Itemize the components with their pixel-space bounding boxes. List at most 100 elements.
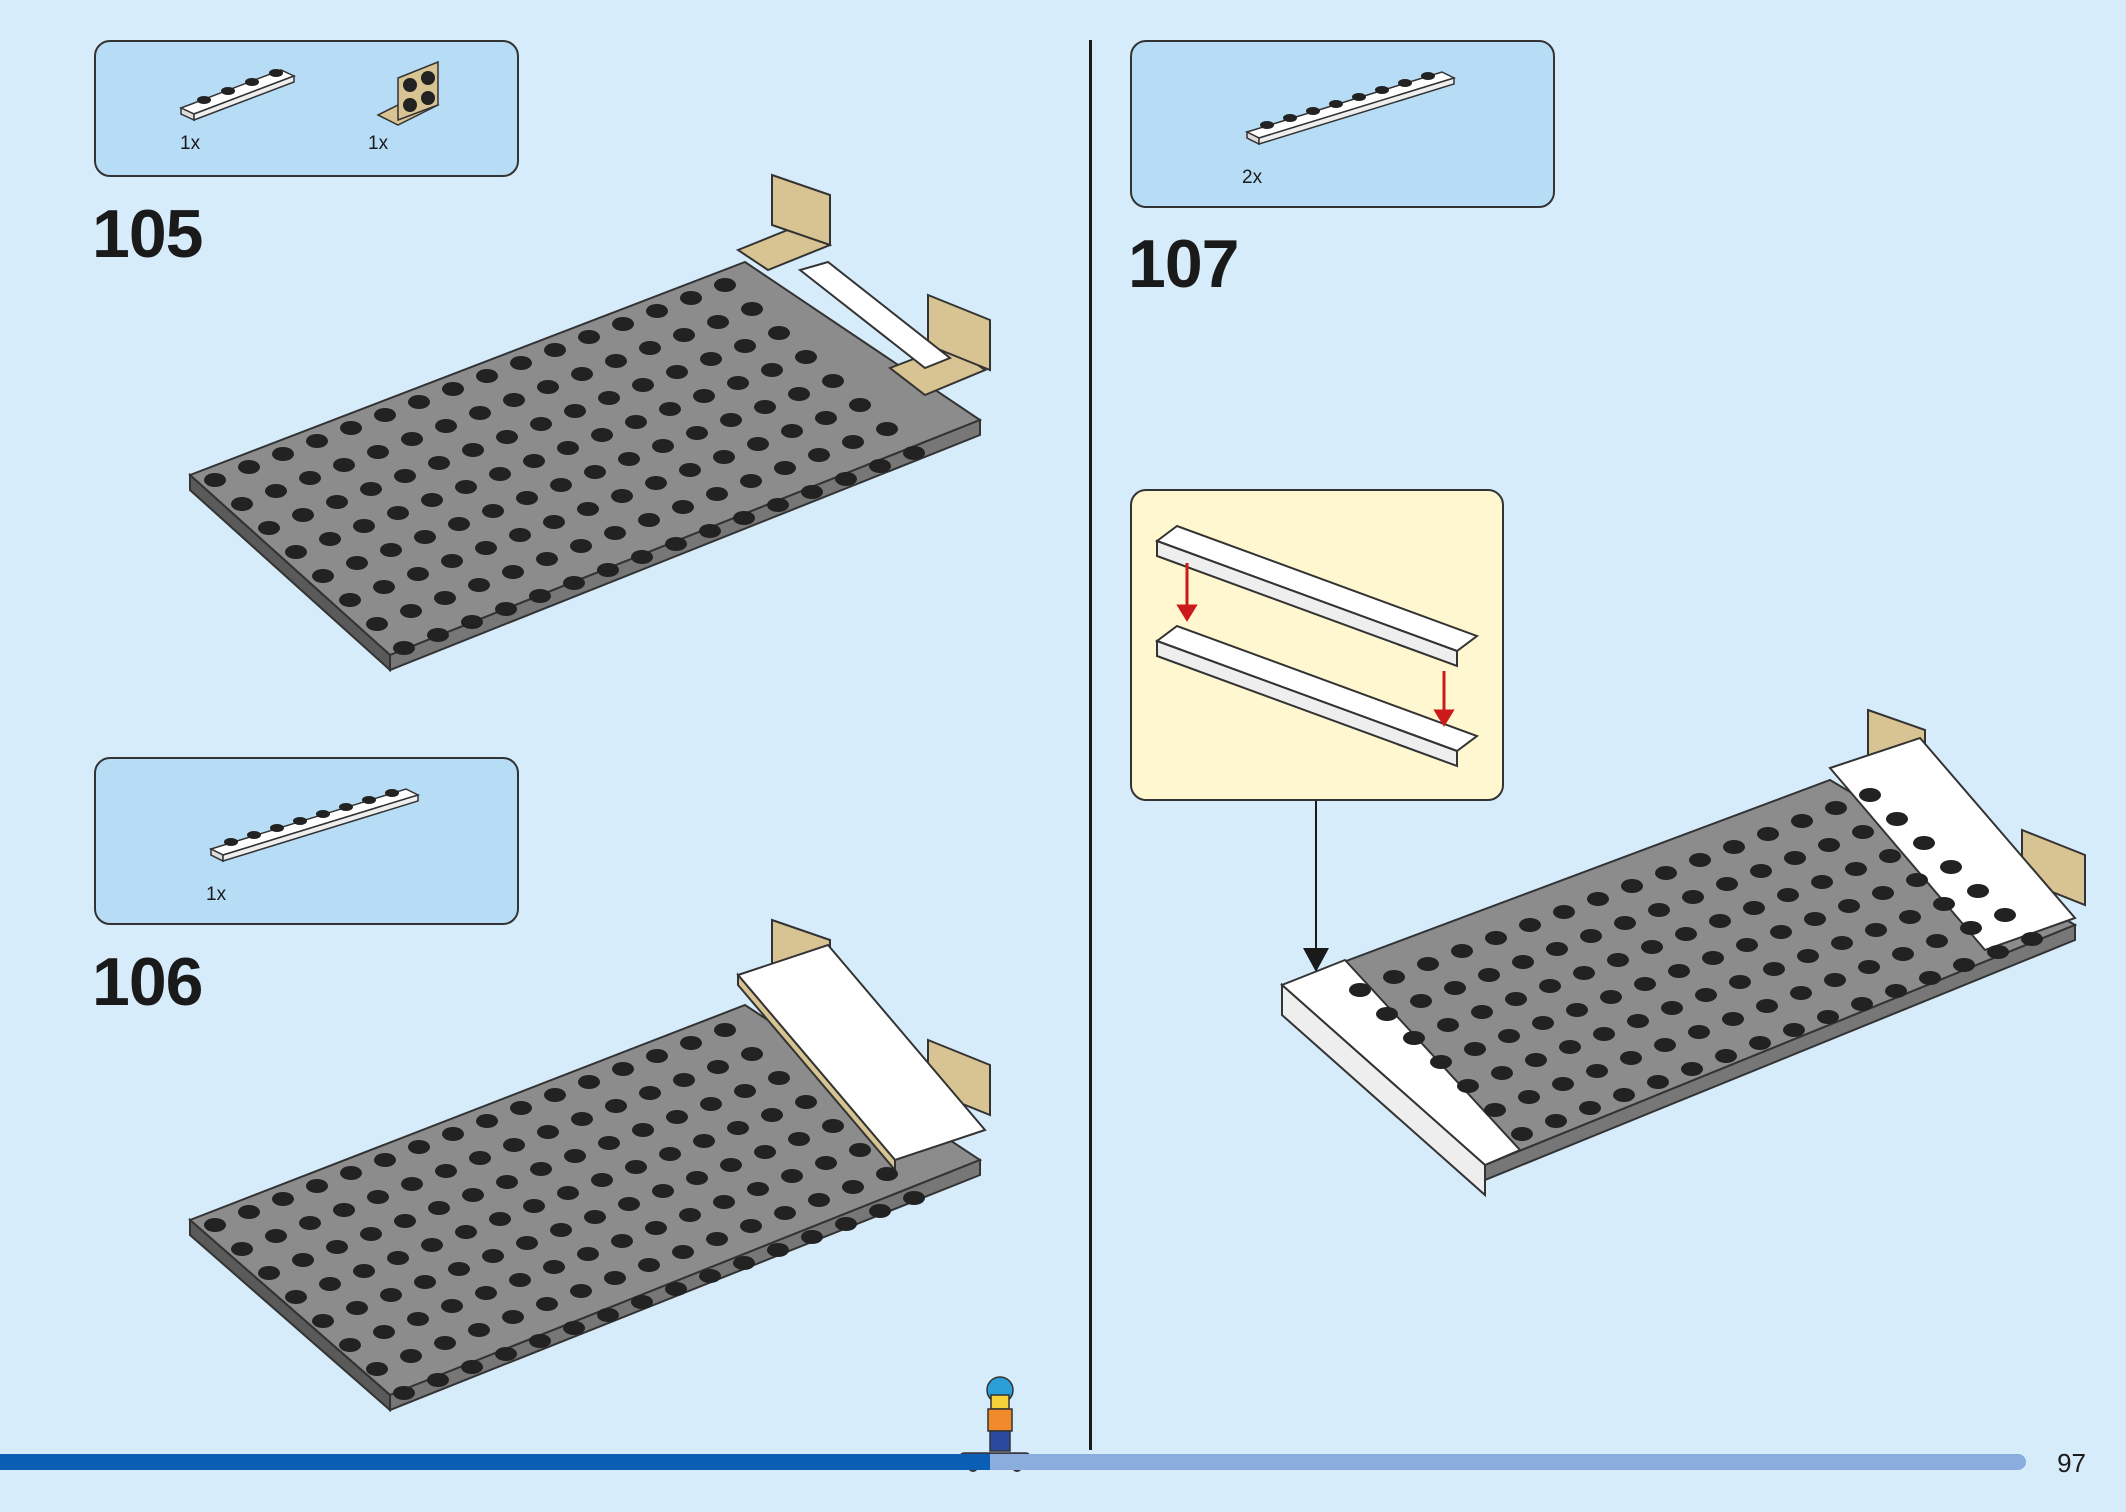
stud xyxy=(1824,973,1846,987)
stud xyxy=(1852,825,1874,839)
stud xyxy=(1451,944,1473,958)
stud xyxy=(740,474,762,488)
stud xyxy=(1376,1007,1398,1021)
stud xyxy=(1668,964,1690,978)
stud xyxy=(523,1199,545,1213)
stud xyxy=(638,513,660,527)
stud xyxy=(340,1166,362,1180)
stud xyxy=(550,1223,572,1237)
stud xyxy=(1641,940,1663,954)
stud xyxy=(754,1145,776,1159)
stud xyxy=(530,417,552,431)
stud xyxy=(1681,1062,1703,1076)
stud xyxy=(700,352,722,366)
stud xyxy=(612,317,634,331)
stud xyxy=(529,589,551,603)
stud xyxy=(1994,908,2016,922)
stud xyxy=(306,1179,328,1193)
stud xyxy=(468,1323,490,1337)
stud xyxy=(1879,849,1901,863)
stud xyxy=(1872,886,1894,900)
stud xyxy=(482,504,504,518)
stud xyxy=(495,1347,517,1361)
stud xyxy=(768,326,790,340)
stud xyxy=(679,463,701,477)
stud xyxy=(740,1219,762,1233)
stud xyxy=(1723,840,1745,854)
stud xyxy=(842,435,864,449)
baseplate-illustration-step-107 xyxy=(1280,708,2086,1198)
stud xyxy=(646,1049,668,1063)
stud xyxy=(604,1271,626,1285)
stud xyxy=(618,1197,640,1211)
stud xyxy=(1892,947,1914,961)
part-quantity: 1x xyxy=(206,884,227,905)
stud xyxy=(1688,1025,1710,1039)
white-plate-1x8-icon xyxy=(1244,71,1457,146)
stud xyxy=(434,591,456,605)
stud xyxy=(537,380,559,394)
stud xyxy=(727,1121,749,1135)
stud xyxy=(1545,1114,1567,1128)
stud xyxy=(265,1229,287,1243)
stud xyxy=(435,1164,457,1178)
stud xyxy=(706,487,728,501)
page-number: 97 xyxy=(2057,1448,2086,1478)
stud xyxy=(598,391,620,405)
stud xyxy=(659,402,681,416)
progress-bar-filled xyxy=(0,1454,990,1470)
step-number: 107 xyxy=(1128,226,1239,302)
stud xyxy=(1987,945,2009,959)
stud xyxy=(1519,918,1541,932)
stud xyxy=(734,339,756,353)
stud xyxy=(876,1167,898,1181)
stud xyxy=(876,422,898,436)
stud xyxy=(407,567,429,581)
stud xyxy=(502,565,524,579)
stud xyxy=(387,506,409,520)
stud xyxy=(1845,862,1867,876)
red-arrow-icon xyxy=(1176,563,1455,727)
stud xyxy=(1811,875,1833,889)
stud xyxy=(414,1275,436,1289)
stud xyxy=(713,1195,735,1209)
stud xyxy=(835,1217,857,1231)
part-quantity: 1x xyxy=(368,133,389,154)
stud xyxy=(714,278,736,292)
stud xyxy=(427,1373,449,1387)
stud xyxy=(489,467,511,481)
stud xyxy=(1593,1027,1615,1041)
stud xyxy=(774,461,796,475)
stud xyxy=(1546,942,1568,956)
stud xyxy=(272,447,294,461)
stud xyxy=(462,443,484,457)
stud xyxy=(1552,1077,1574,1091)
stud xyxy=(387,1251,409,1265)
stud xyxy=(1736,938,1758,952)
stud xyxy=(326,1240,348,1254)
stud xyxy=(401,432,423,446)
stud xyxy=(680,291,702,305)
stud xyxy=(747,437,769,451)
stud xyxy=(639,341,661,355)
stud xyxy=(509,528,531,542)
stud xyxy=(604,526,626,540)
stud xyxy=(428,1201,450,1215)
stud xyxy=(1919,971,1941,985)
part-quantity: 1x xyxy=(180,133,201,154)
stud xyxy=(523,454,545,468)
stud xyxy=(1648,903,1670,917)
stud xyxy=(761,363,783,377)
stud xyxy=(1749,1036,1771,1050)
stud xyxy=(1573,966,1595,980)
stud xyxy=(1498,1029,1520,1043)
stud xyxy=(1960,921,1982,935)
stud xyxy=(231,497,253,511)
stud xyxy=(482,1249,504,1263)
stud xyxy=(795,350,817,364)
stud xyxy=(1620,1051,1642,1065)
stud xyxy=(543,1260,565,1274)
stud xyxy=(563,1321,585,1335)
stud xyxy=(1757,827,1779,841)
step-number: 105 xyxy=(92,196,203,272)
